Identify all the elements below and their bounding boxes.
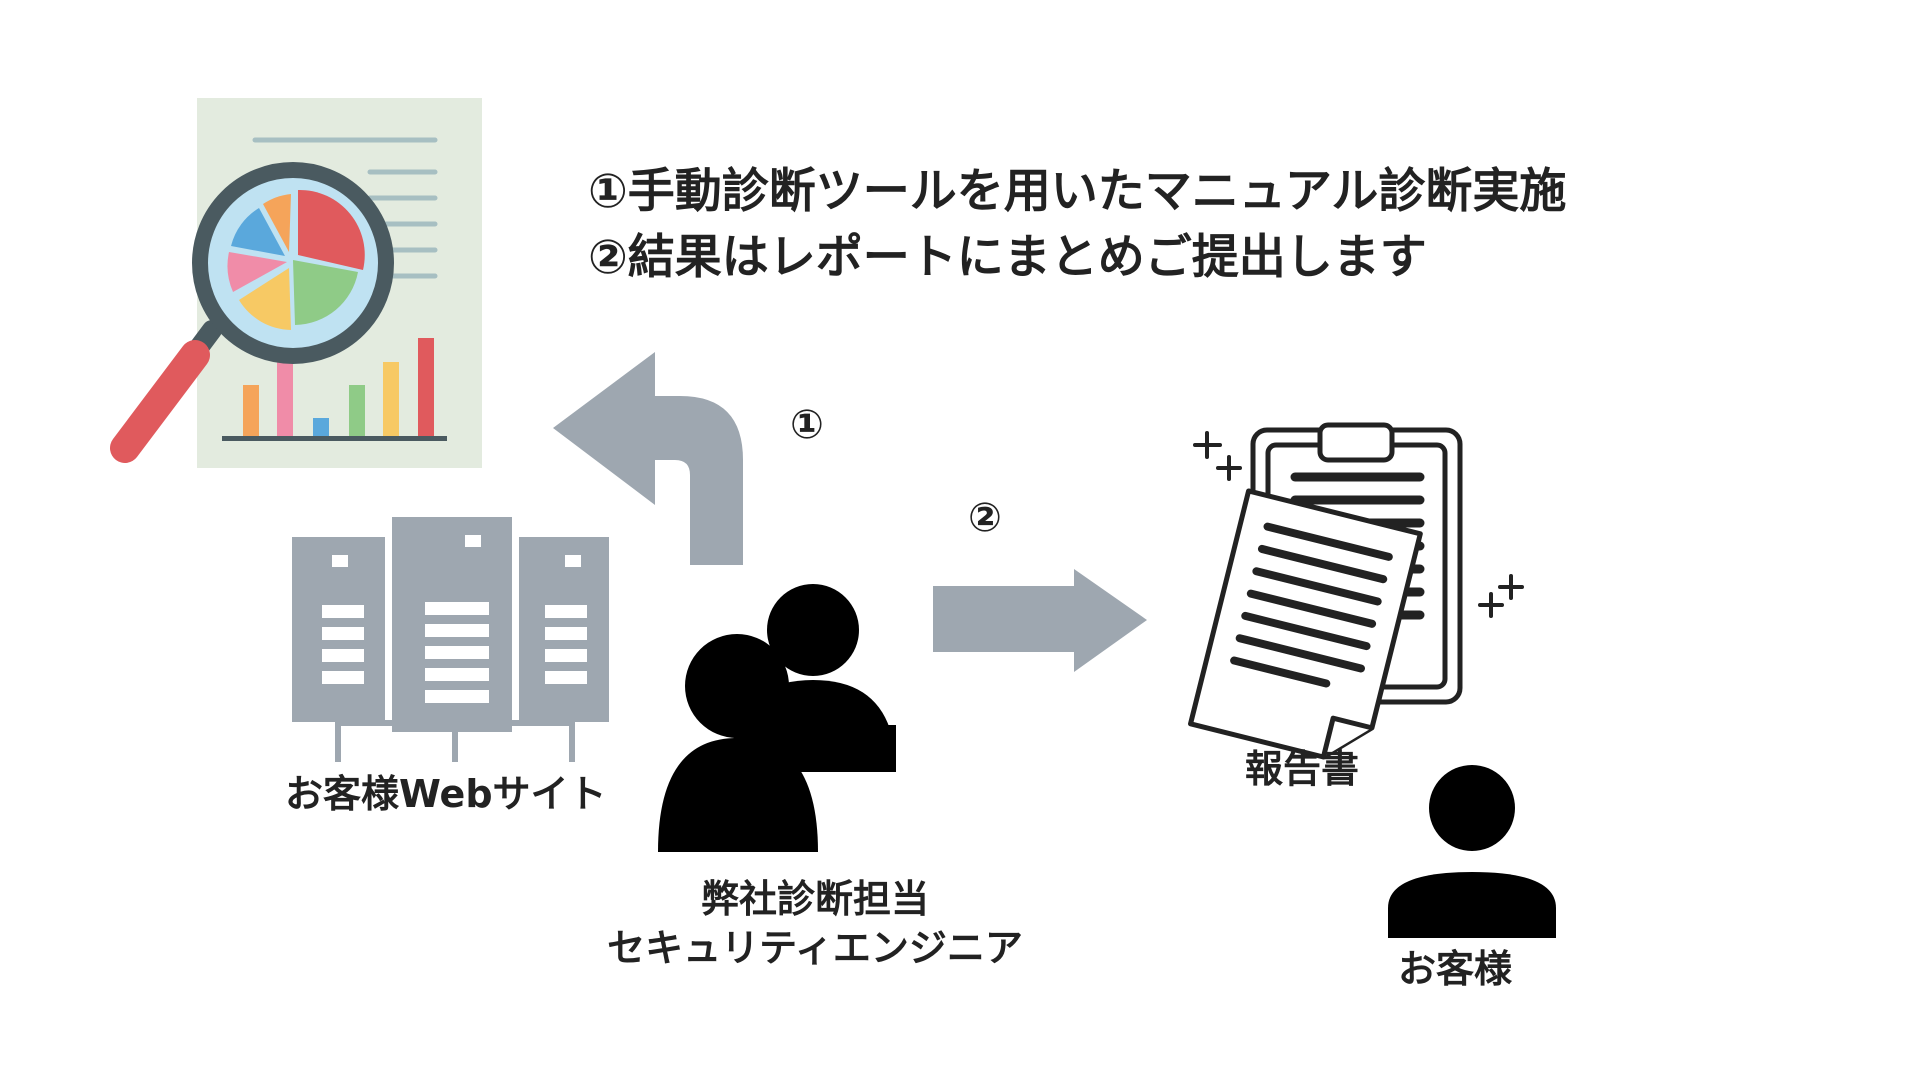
clipboard-document-icon xyxy=(1188,422,1524,760)
step-1-marker: ① xyxy=(790,402,824,448)
report-label: 報告書 xyxy=(1245,747,1360,791)
person-icon xyxy=(1388,765,1556,938)
intro-line-1: ①手動診断ツールを用いたマニュアル診断実施 xyxy=(588,164,1567,219)
customer-label: お客様 xyxy=(1398,947,1513,991)
arrow-up-left-icon xyxy=(553,352,743,565)
arrow-right-icon xyxy=(933,569,1147,672)
engineer-label-line-2: セキュリティエンジニア xyxy=(607,926,1023,971)
website-label: お客様Webサイト xyxy=(285,772,607,816)
people-icon xyxy=(658,584,896,852)
step-2-marker: ② xyxy=(968,495,1002,541)
report-magnifier-icon xyxy=(110,98,482,468)
server-rack-icon xyxy=(292,517,609,762)
engineer-label-line-1: 弊社診断担当 xyxy=(700,877,929,921)
engineer-label: 弊社診断担当 セキュリティエンジニア xyxy=(600,875,1030,974)
intro-line-2: ②結果はレポートにまとめご提出します xyxy=(588,230,1427,285)
